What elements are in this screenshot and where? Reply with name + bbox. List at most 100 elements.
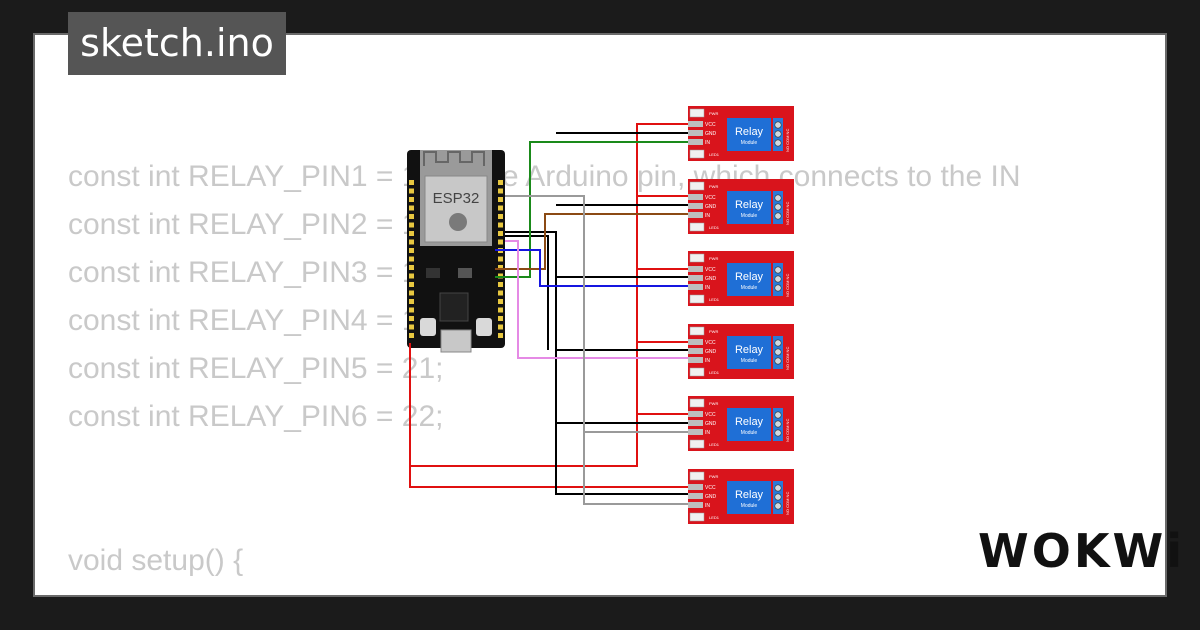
pin-right[interactable]	[498, 299, 503, 304]
espressif-logo-icon	[449, 213, 467, 231]
relay-pin-label: GND	[705, 421, 717, 427]
relay-pin[interactable]	[688, 194, 703, 200]
relay-pin[interactable]	[688, 121, 703, 127]
pin-right[interactable]	[498, 188, 503, 194]
relay-pin[interactable]	[688, 502, 703, 508]
relay-pin[interactable]	[688, 212, 703, 218]
pin-left[interactable]	[409, 265, 414, 270]
pin-right[interactable]	[498, 333, 503, 338]
code-line: const int RELAY_PIN1 = 13; // the Arduin…	[68, 160, 1021, 193]
pin-left[interactable]	[409, 205, 414, 211]
pin-right[interactable]	[498, 239, 503, 245]
pin-left[interactable]	[409, 239, 414, 245]
pin-right[interactable]	[498, 222, 503, 228]
boot-button-icon[interactable]	[476, 318, 492, 336]
screw-icon	[774, 493, 782, 501]
pin-right[interactable]	[498, 256, 503, 262]
relay-pin-label: VCC	[705, 267, 716, 273]
wire-in6-gray	[583, 432, 688, 505]
pin-right[interactable]	[498, 324, 503, 330]
pwr-label: PWR	[709, 329, 718, 334]
pin-left[interactable]	[409, 307, 414, 313]
pin-left[interactable]	[409, 222, 414, 228]
pin-left[interactable]	[409, 324, 414, 330]
relay-pin-label: GND	[705, 349, 717, 355]
pin-right[interactable]	[498, 307, 503, 313]
pwr-led-icon	[689, 326, 705, 336]
status-led-icon	[689, 367, 705, 377]
pin-left[interactable]	[409, 214, 414, 219]
relay-pin-label: IN	[705, 503, 710, 509]
pin-right[interactable]	[498, 282, 503, 287]
pin-left[interactable]	[409, 290, 414, 296]
pin-right[interactable]	[498, 290, 503, 296]
pin-left[interactable]	[409, 188, 414, 194]
relay-pin[interactable]	[688, 339, 703, 345]
relay-pin[interactable]	[688, 357, 703, 363]
pin-left[interactable]	[409, 197, 414, 202]
pin-right[interactable]	[498, 214, 503, 219]
screw-icon	[774, 348, 782, 356]
relay-pin[interactable]	[688, 484, 703, 490]
pin-right[interactable]	[498, 265, 503, 270]
led-label: LED1	[709, 442, 720, 447]
pin-left[interactable]	[409, 256, 414, 262]
led-label: LED1	[709, 225, 720, 230]
pin-left[interactable]	[409, 231, 414, 236]
screw-icon	[774, 420, 782, 428]
relay-pin[interactable]	[688, 411, 703, 417]
status-led-icon	[689, 149, 705, 159]
screw-icon	[774, 266, 782, 274]
relay-title: Relay	[735, 344, 764, 356]
relay-pin[interactable]	[688, 203, 703, 209]
screw-icon	[774, 357, 782, 365]
wires	[409, 123, 688, 505]
screw-icon	[774, 502, 782, 510]
relay-pin[interactable]	[688, 275, 703, 281]
relay-subtitle: Module	[741, 503, 758, 509]
led-label: LED1	[709, 370, 720, 375]
relay-subtitle: Module	[741, 140, 758, 146]
pin-left[interactable]	[409, 282, 414, 287]
status-led-icon	[689, 439, 705, 449]
led-label: LED1	[709, 515, 720, 520]
pin-left[interactable]	[409, 316, 414, 321]
pin-right[interactable]	[498, 197, 503, 202]
screw-icon	[774, 339, 782, 347]
relay-coil	[727, 191, 771, 224]
pin-right[interactable]	[498, 316, 503, 321]
en-button-icon[interactable]	[420, 318, 436, 336]
relay-pin[interactable]	[688, 284, 703, 290]
relay-pin[interactable]	[688, 429, 703, 435]
pin-left[interactable]	[409, 299, 414, 304]
pin-left[interactable]	[409, 333, 414, 338]
relay-pin-label: IN	[705, 358, 710, 364]
relay-pin-label: GND	[705, 204, 717, 210]
screw-icon	[774, 121, 782, 129]
pin-left[interactable]	[409, 248, 414, 253]
pin-left[interactable]	[409, 273, 414, 279]
esp32-board[interactable]: ESP32	[407, 150, 505, 353]
relay-pin[interactable]	[688, 130, 703, 136]
pin-right[interactable]	[498, 180, 503, 185]
relay-pin[interactable]	[688, 348, 703, 354]
relay-pin[interactable]	[688, 266, 703, 272]
file-tab[interactable]: sketch.ino	[68, 12, 286, 75]
relay-pin[interactable]	[688, 420, 703, 426]
relay-pin[interactable]	[688, 139, 703, 145]
pin-left[interactable]	[409, 180, 414, 185]
pwr-label: PWR	[709, 184, 718, 189]
code-background: const int RELAY_PIN1 = 13; // the Arduin…	[68, 153, 1021, 595]
pin-right[interactable]	[498, 205, 503, 211]
led-label: LED1	[709, 297, 720, 302]
relay-coil	[727, 263, 771, 296]
pwr-label: PWR	[709, 474, 718, 479]
pin-right[interactable]	[498, 231, 503, 236]
relay-pin[interactable]	[688, 493, 703, 499]
